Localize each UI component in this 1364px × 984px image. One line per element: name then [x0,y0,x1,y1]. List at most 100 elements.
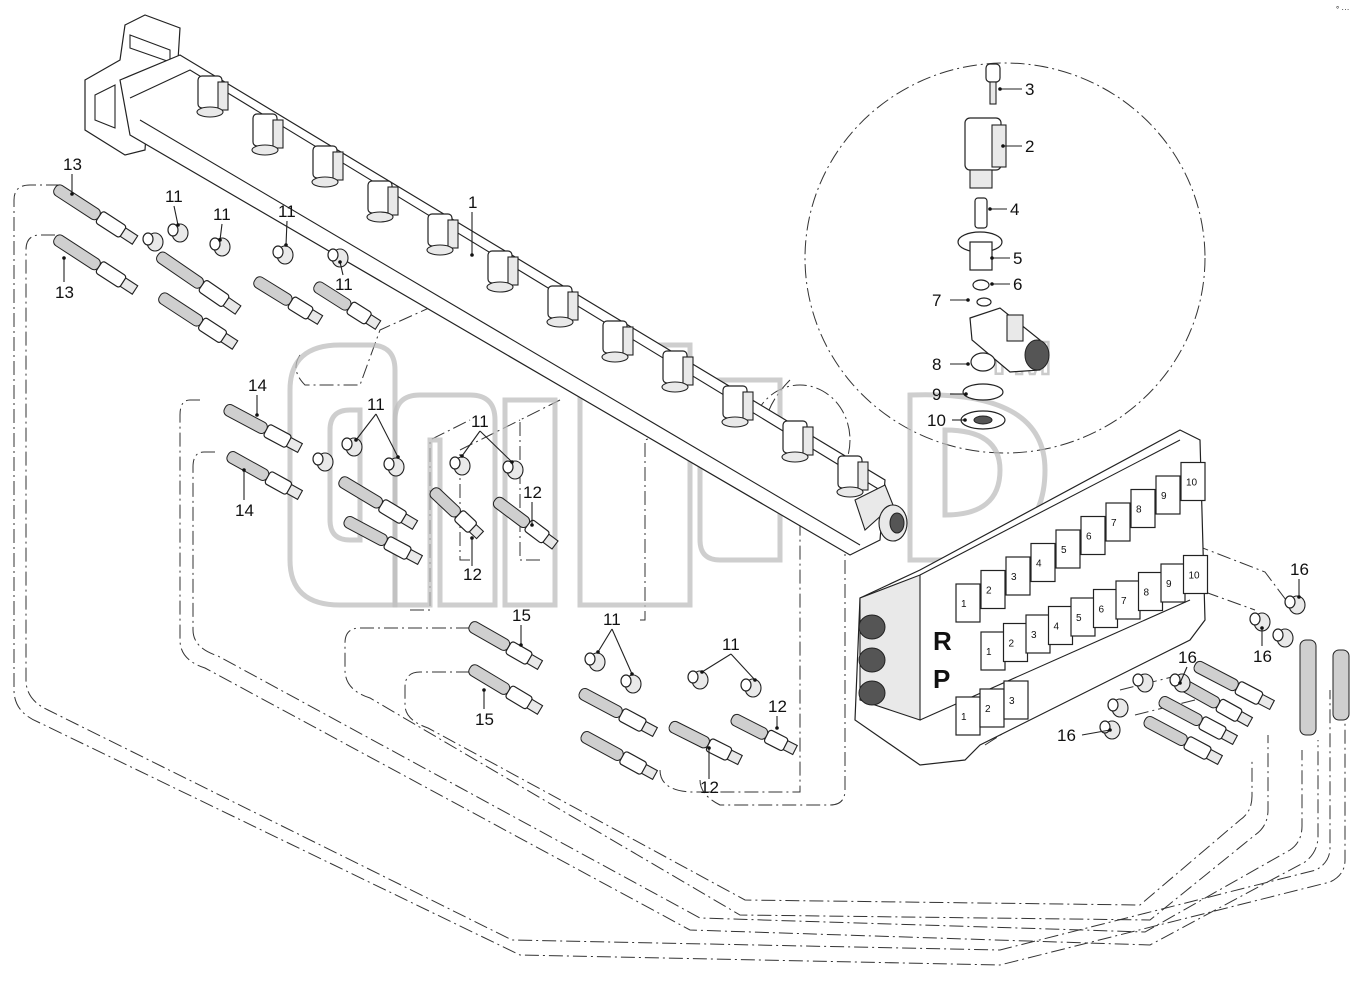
callout-c7: 7 [932,291,941,310]
callout-c14b: 14 [235,501,254,520]
leader-c11c-1 [285,220,288,246]
callout-c2: 2 [1025,137,1034,156]
callout-c14a: 14 [248,376,267,395]
callout-c11b: 11 [213,205,231,224]
hose-9 [338,476,419,531]
leader-dot-c6-1 [990,282,994,286]
hose-3 [156,251,242,315]
callout-c13b: 13 [55,283,74,302]
callout-c15a: 15 [512,606,531,625]
vertical-hose-2 [1332,649,1350,721]
leader-c11h-2 [730,653,756,681]
leader-dot-c2-1 [1001,144,1005,148]
fitting-20 [142,232,164,252]
leader-dot-c14a-1 [255,413,259,417]
leader-c11d-1 [339,261,344,276]
callout-c16a: 16 [1290,560,1309,579]
sections_top-box-4 [1030,542,1056,583]
vertical-hose-1 [1299,639,1317,736]
sections_mid-label-6: 6 [1099,605,1105,616]
fitting-12 [740,678,762,698]
cartridge-12 [836,455,869,498]
hose-11 [429,487,485,540]
fitting-8 [502,460,524,480]
cartridge-3 [311,145,344,188]
leader-c11f-1 [461,430,481,457]
fitting-16 [1132,673,1154,693]
sections_top-box-2 [980,569,1006,610]
hose-8 [226,451,304,501]
manifold-beam [84,14,908,556]
leader-dot-c16d-1 [1108,728,1112,732]
leader-dot-c5-1 [990,256,994,260]
valve-port-r: R [933,626,952,656]
leader-dot-c1-1 [470,253,474,257]
leader-dot-c12b-1 [470,536,474,540]
sections_top-label-5: 5 [1061,545,1067,556]
leader-dot-c11d-1 [338,260,342,264]
callout-c9: 9 [932,385,941,404]
hose-15 [578,687,659,738]
cartridge-11 [781,420,814,463]
hose-13 [468,621,544,671]
leader-c11g-1 [597,628,613,653]
fitting-5 [341,437,363,457]
leader-dot-c10-1 [963,418,967,422]
callout-c11c: 11 [278,202,296,221]
leader-dot-c11f-2 [510,460,514,464]
hose-10 [343,515,424,566]
sections_top-box-3 [1005,556,1031,596]
callout-c16d: 16 [1057,726,1076,745]
sections_mid-box-9 [1160,563,1186,603]
leader-dot-c14b-1 [242,468,246,472]
cartridge-5 [426,213,459,256]
sections_mid-box-7 [1115,580,1141,620]
leader-dot-c7-1 [966,298,970,302]
leader-dot-c9-1 [964,392,968,396]
leader-c11a-1 [173,205,179,226]
sections_top-box-10 [1180,461,1206,502]
callout-c1: 1 [468,193,477,212]
hose-assemblies [53,184,1350,781]
sections_mid-label-9: 9 [1166,579,1172,590]
leader-dot-c11g-2 [630,672,634,676]
leader-c16c-1 [1179,666,1188,684]
sections_mid-box-10 [1182,554,1209,595]
fitting-17 [1169,673,1191,693]
callout-c12c: 12 [768,697,787,716]
cartridge-8 [601,320,634,363]
sections_mid-label-8: 8 [1144,588,1150,599]
callout-c12d: 12 [700,778,719,797]
cartridge-9 [661,350,694,393]
leader-dot-c3-1 [998,87,1002,91]
hose-1 [53,184,139,245]
sections_top-box-1 [955,583,981,623]
hose-22 [1193,660,1276,711]
callout-c8: 8 [932,355,941,374]
sections_top-label-2: 2 [986,586,992,597]
sections_top-label-1: 1 [961,599,967,610]
sections_mid-box-2 [1002,622,1029,663]
sections_top-label-3: 3 [1011,572,1017,583]
hose-17 [668,720,743,766]
fitting-14 [1284,595,1306,615]
leader-dot-c12c-1 [775,726,779,730]
sections_low-label-3: 3 [1009,696,1015,707]
hose-20 [1158,695,1239,746]
sections_mid-box-3 [1025,614,1051,654]
leader-dot-c11c-1 [284,243,288,247]
fitting-6 [383,457,405,477]
callout-c11g: 11 [603,610,621,629]
sections_top-box-5 [1055,529,1081,569]
manifold-cartridges [196,75,869,498]
hose-12 [492,496,559,550]
sections_low-box-3 [1003,680,1029,720]
callout-c11d: 11 [335,275,353,294]
leader-c11b-1 [219,223,223,241]
callout-c15b: 15 [475,710,494,729]
leader-dot-c4-1 [988,207,992,211]
sections_mid-box-6 [1092,588,1119,629]
hose-7 [223,403,304,454]
